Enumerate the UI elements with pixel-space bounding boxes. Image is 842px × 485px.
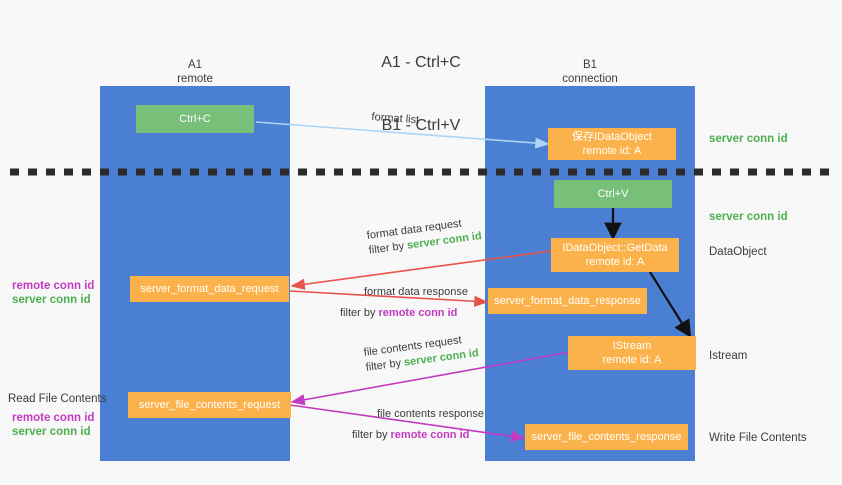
node-ctrl-v-label: Ctrl+V <box>597 188 629 200</box>
node-server-file-contents-request[interactable]: server_file_contents_request <box>128 392 291 418</box>
lane-a1-name: A1 <box>187 59 203 71</box>
lane-b1-name: B1 <box>582 59 598 71</box>
node-server-format-data-request[interactable]: server_format_data_request <box>130 276 289 302</box>
lane-title-a1: A1 remote <box>100 58 290 86</box>
edge-format-data-response-filter-value: remote conn id <box>378 307 458 319</box>
right-label-server-conn-id-1: server conn id <box>709 133 788 145</box>
edge-file-contents-response-filter-prefix: filter by <box>352 429 391 441</box>
right-label-write-file-contents: Write File Contents <box>709 432 807 444</box>
title-line-1: A1 - Ctrl+C <box>381 54 461 71</box>
edge-file-contents-response-filter-value: remote conn id <box>390 429 470 441</box>
edge-file-contents-request-filter-prefix: filter by <box>365 356 405 374</box>
right-label-istream: Istream <box>709 350 748 362</box>
node-server-file-contents-response-label: server_file_contents_response <box>531 431 682 443</box>
node-getdata-line1: IDataObject::GetData <box>562 242 668 254</box>
left-label-remote-conn-id-2: remote conn id <box>12 412 95 424</box>
node-istream[interactable]: IStream remote id: A <box>568 336 696 370</box>
node-save-idataobject[interactable]: 保存IDataObject remote id: A <box>548 128 676 160</box>
lane-title-b1: B1 connection <box>485 58 695 86</box>
left-label-server-conn-id-2: server conn id <box>12 426 91 438</box>
node-save-idataobject-line2: remote id: A <box>582 145 642 157</box>
edge-label-file-contents-response: file contents response filter by remote … <box>352 407 485 443</box>
left-label-remote-conn-id-1: remote conn id <box>12 280 95 292</box>
edge-label-format-data-request: format data request filter by server con… <box>366 214 483 259</box>
edge-format-data-response-filter: filter by remote conn id <box>340 306 468 321</box>
edge-file-contents-response-filter: filter by remote conn id <box>352 428 484 443</box>
node-ctrl-c-label: Ctrl+C <box>179 113 211 125</box>
edge-format-data-request-filter-prefix: filter by <box>368 239 408 257</box>
node-getdata-line2: remote id: A <box>585 256 645 268</box>
edge-label-file-contents-request: file contents request filter by server c… <box>363 331 480 376</box>
edge-label-format-list-text: format list <box>371 110 420 127</box>
node-ctrl-c[interactable]: Ctrl+C <box>136 105 254 133</box>
node-server-format-data-response[interactable]: server_format_data_response <box>488 288 647 314</box>
edge-label-format-list: format list <box>371 110 420 128</box>
right-label-dataobject: DataObject <box>709 246 767 258</box>
node-istream-line2: remote id: A <box>602 354 662 366</box>
edge-format-data-response-filter-prefix: filter by <box>340 307 379 319</box>
node-server-format-data-response-label: server_format_data_response <box>494 295 641 307</box>
node-save-idataobject-line1: 保存IDataObject <box>571 131 653 143</box>
node-ctrl-v[interactable]: Ctrl+V <box>554 180 672 208</box>
left-label-server-conn-id-1: server conn id <box>12 294 91 306</box>
edge-format-data-response-main: format data response <box>364 286 468 298</box>
node-idataobject-getdata[interactable]: IDataObject::GetData remote id: A <box>551 238 679 272</box>
left-label-read-file-contents: Read File Contents <box>8 393 107 405</box>
node-server-file-contents-request-label: server_file_contents_request <box>138 399 281 411</box>
node-server-file-contents-response[interactable]: server_file_contents_response <box>525 424 688 450</box>
right-label-server-conn-id-2: server conn id <box>709 211 788 223</box>
node-server-format-data-request-label: server_format_data_request <box>140 283 279 295</box>
edge-file-contents-response-main: file contents response <box>377 408 485 420</box>
lane-b1-sub: connection <box>562 73 618 85</box>
edge-label-format-data-response: format data response filter by remote co… <box>340 285 468 321</box>
lane-a1-sub: remote <box>177 73 213 85</box>
node-istream-line1: IStream <box>612 340 652 352</box>
